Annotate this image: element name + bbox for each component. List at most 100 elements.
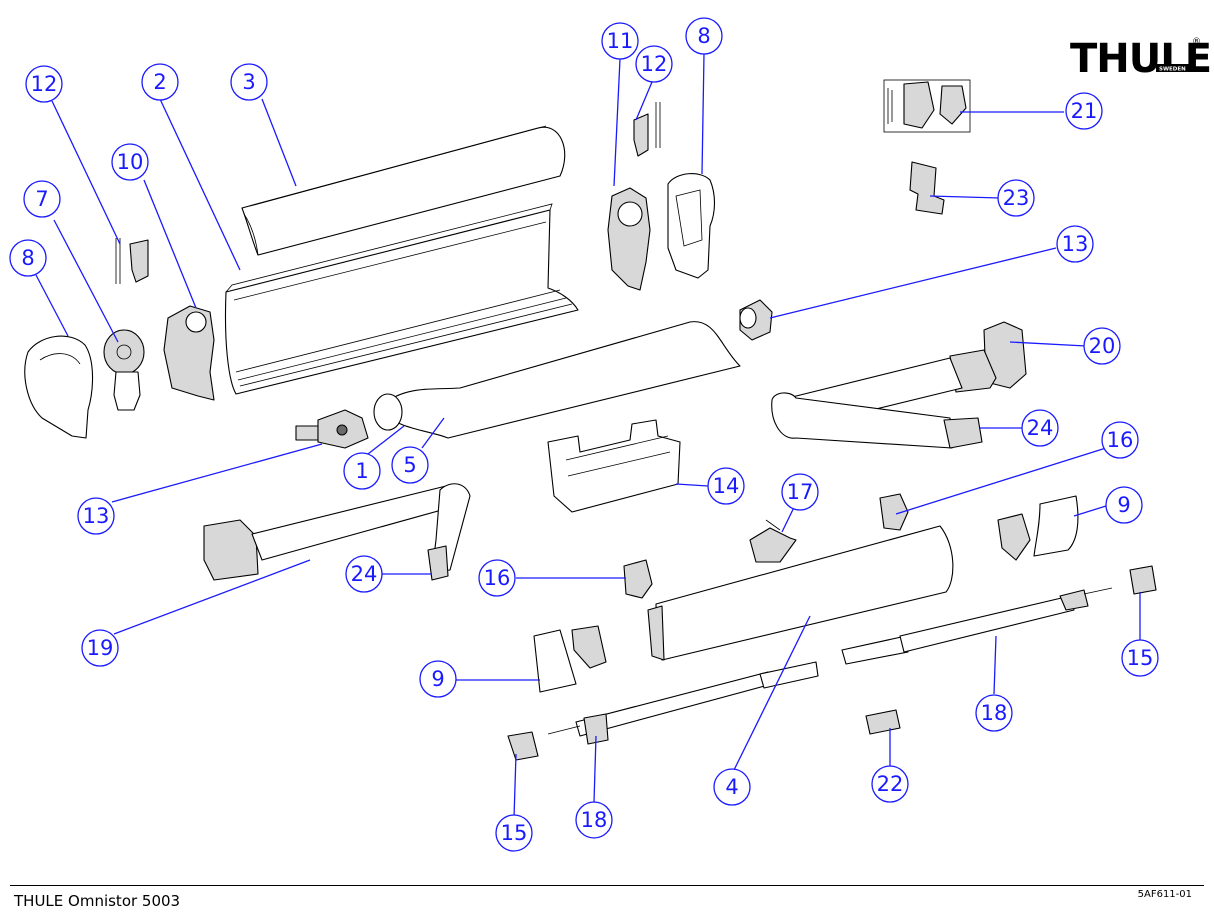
svg-text:8: 8 bbox=[697, 24, 710, 48]
part-15-right-foot bbox=[1129, 565, 1157, 595]
part-12-right-spring bbox=[633, 102, 661, 157]
part-19-left-arm bbox=[203, 483, 471, 581]
footer-rule bbox=[10, 885, 1204, 886]
callout-1: 1 bbox=[343, 452, 381, 490]
part-16-left-cap bbox=[623, 559, 653, 599]
svg-text:7: 7 bbox=[35, 187, 48, 211]
part-9-right-cover bbox=[997, 495, 1079, 561]
part-12-left-spring bbox=[115, 238, 149, 284]
svg-text:17: 17 bbox=[787, 480, 814, 504]
leader-lines bbox=[35, 53, 1141, 819]
part-11-right-end-housing bbox=[607, 187, 651, 291]
svg-text:SWEDEN: SWEDEN bbox=[1159, 67, 1186, 73]
callout-9-left: 9 bbox=[419, 660, 457, 698]
callout-13-left: 13 bbox=[77, 497, 115, 535]
callout-2: 2 bbox=[141, 63, 179, 101]
callout-12-right: 12 bbox=[635, 45, 673, 83]
callout-22: 22 bbox=[871, 765, 909, 803]
svg-text:11: 11 bbox=[607, 29, 634, 53]
part-17-clip bbox=[749, 519, 797, 563]
part-8-left-end-cap bbox=[24, 335, 94, 439]
callout-10: 10 bbox=[111, 143, 149, 181]
part-3-top-cover bbox=[241, 125, 566, 256]
thule-logo: THULE SWEDEN ® bbox=[1070, 36, 1212, 82]
svg-text:24: 24 bbox=[351, 562, 378, 586]
callout-9-right: 9 bbox=[1105, 486, 1143, 524]
part-9-left-cover bbox=[533, 625, 607, 693]
part-14-rail-adapter bbox=[547, 419, 681, 513]
callout-12-left: 12 bbox=[25, 65, 63, 103]
callout-8-right: 8 bbox=[685, 17, 723, 55]
callout-13-right: 13 bbox=[1056, 225, 1094, 263]
part-7-roller-bracket bbox=[103, 329, 145, 411]
part-16-right-cap bbox=[879, 493, 909, 531]
callout-14: 14 bbox=[707, 467, 745, 505]
callout-16-left: 16 bbox=[478, 559, 516, 597]
callout-4: 4 bbox=[713, 768, 751, 806]
part-2-cassette-profile bbox=[224, 203, 579, 395]
svg-text:15: 15 bbox=[1127, 646, 1154, 670]
svg-text:13: 13 bbox=[1062, 232, 1089, 256]
svg-text:19: 19 bbox=[87, 636, 114, 660]
part-15-left-foot bbox=[507, 731, 539, 761]
part-18-right-support-leg bbox=[841, 587, 1113, 665]
callout-8-left: 8 bbox=[9, 239, 47, 277]
svg-text:®: ® bbox=[1192, 37, 1201, 47]
svg-text:15: 15 bbox=[501, 821, 528, 845]
svg-text:4: 4 bbox=[725, 775, 738, 799]
part-13-left-end-plug bbox=[295, 409, 369, 449]
svg-text:14: 14 bbox=[713, 474, 740, 498]
part-21-kit bbox=[883, 79, 971, 133]
drawing-code: 5AF611-01 bbox=[1137, 889, 1192, 900]
part-23-bracket bbox=[909, 161, 945, 215]
svg-text:22: 22 bbox=[877, 772, 904, 796]
svg-text:5: 5 bbox=[403, 453, 416, 477]
callout-15-right: 15 bbox=[1121, 639, 1159, 677]
svg-text:13: 13 bbox=[83, 504, 110, 528]
callout-15-left: 15 bbox=[495, 814, 533, 852]
callout-16-right: 16 bbox=[1101, 421, 1139, 459]
part-8-right-end-cap bbox=[667, 173, 716, 279]
part-20-right-arm-bracket bbox=[949, 321, 1027, 393]
svg-text:18: 18 bbox=[581, 808, 608, 832]
svg-text:3: 3 bbox=[242, 70, 255, 94]
drawing-title: THULE Omnistor 5003 bbox=[14, 892, 181, 910]
part-1-roller-end bbox=[373, 393, 403, 431]
svg-text:21: 21 bbox=[1071, 99, 1098, 123]
callout-24-right: 24 bbox=[1021, 409, 1059, 447]
part-right-arm bbox=[771, 357, 983, 449]
callout-5: 5 bbox=[391, 446, 429, 484]
part-22-small-bracket bbox=[865, 709, 901, 735]
callout-19: 19 bbox=[81, 629, 119, 667]
svg-text:1: 1 bbox=[355, 459, 368, 483]
svg-text:16: 16 bbox=[484, 566, 511, 590]
svg-text:20: 20 bbox=[1089, 334, 1116, 358]
callout-23: 23 bbox=[997, 179, 1035, 217]
part-4-front-profile bbox=[647, 525, 954, 661]
svg-text:18: 18 bbox=[981, 701, 1008, 725]
callout-7: 7 bbox=[23, 180, 61, 218]
callout-11: 11 bbox=[601, 22, 639, 60]
svg-text:2: 2 bbox=[153, 70, 166, 94]
svg-text:9: 9 bbox=[1117, 493, 1130, 517]
callout-17: 17 bbox=[781, 473, 819, 511]
callout-18-right: 18 bbox=[975, 694, 1013, 732]
svg-text:12: 12 bbox=[641, 52, 668, 76]
callout-21: 21 bbox=[1065, 92, 1103, 130]
svg-text:16: 16 bbox=[1107, 428, 1134, 452]
svg-text:12: 12 bbox=[31, 72, 58, 96]
part-18-left-support-leg bbox=[547, 661, 819, 745]
part-13-right-end-plug bbox=[739, 299, 773, 341]
callout-20: 20 bbox=[1083, 327, 1121, 365]
callout-24-left: 24 bbox=[345, 555, 383, 593]
svg-text:24: 24 bbox=[1027, 416, 1054, 440]
svg-text:23: 23 bbox=[1003, 186, 1030, 210]
callout-3: 3 bbox=[230, 63, 268, 101]
svg-text:THULE: THULE bbox=[1070, 36, 1211, 82]
callout-18-left: 18 bbox=[575, 801, 613, 839]
svg-text:8: 8 bbox=[21, 246, 34, 270]
part-10-end-housing bbox=[163, 305, 215, 401]
svg-text:9: 9 bbox=[431, 667, 444, 691]
svg-text:10: 10 bbox=[117, 150, 144, 174]
